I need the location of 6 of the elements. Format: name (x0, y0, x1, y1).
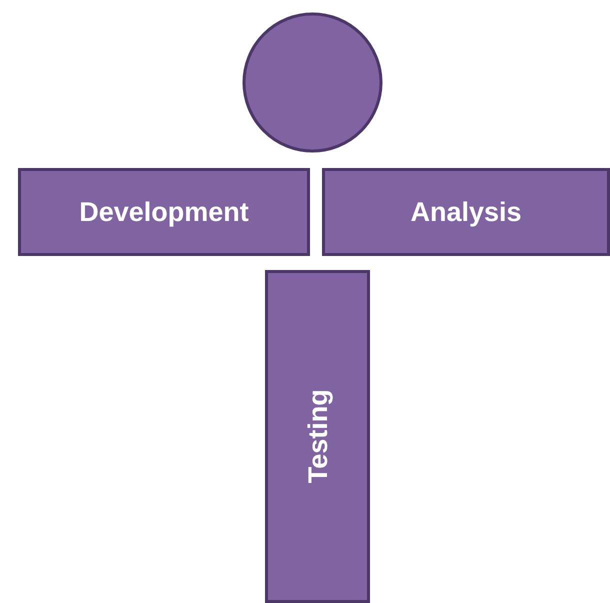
box-label: Analysis (410, 196, 522, 229)
box-label: Development (79, 196, 249, 229)
label-box (18, 168, 310, 256)
label-box (265, 270, 370, 603)
box-label: Testing (301, 390, 334, 484)
label-box (322, 168, 610, 256)
